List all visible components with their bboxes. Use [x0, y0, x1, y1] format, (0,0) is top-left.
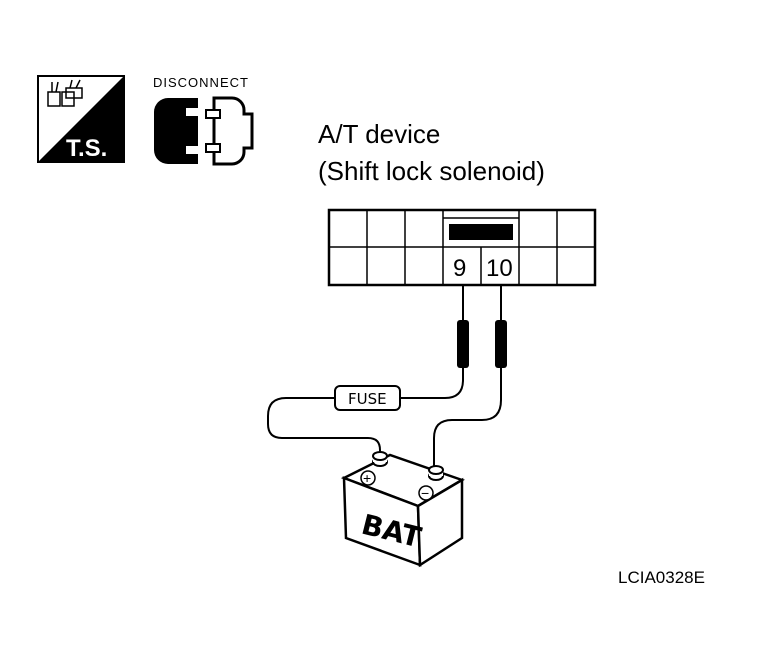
disconnect-icon: DISCONNECT [153, 75, 254, 166]
pin-10-label: 10 [486, 255, 513, 282]
disconnect-label: DISCONNECT [153, 75, 249, 90]
battery [340, 451, 465, 568]
device-title-line1: A/T device [318, 119, 440, 149]
wire-probe-to-battery-negative [433, 368, 502, 466]
wire-fuse-to-battery-positive [267, 397, 381, 458]
device-title-line2: (Shift lock solenoid) [318, 156, 545, 186]
battery-negative-symbol: − [421, 485, 429, 501]
connector-lock-tab [449, 224, 513, 240]
connector-face [327, 208, 597, 287]
test-probe-left [457, 286, 469, 368]
wire-probe-to-fuse [400, 368, 464, 399]
troubleshooting-icon: T.S. [37, 75, 125, 163]
fuse: FUSE [334, 385, 401, 411]
fuse-label: FUSE [348, 390, 387, 408]
ts-label: T.S. [66, 135, 107, 162]
figure-code: LCIA0328E [618, 568, 705, 587]
pin-9-label: 9 [453, 255, 466, 282]
test-probe-right [495, 286, 507, 368]
battery-positive-symbol: + [363, 470, 371, 486]
test-wires [267, 368, 502, 466]
